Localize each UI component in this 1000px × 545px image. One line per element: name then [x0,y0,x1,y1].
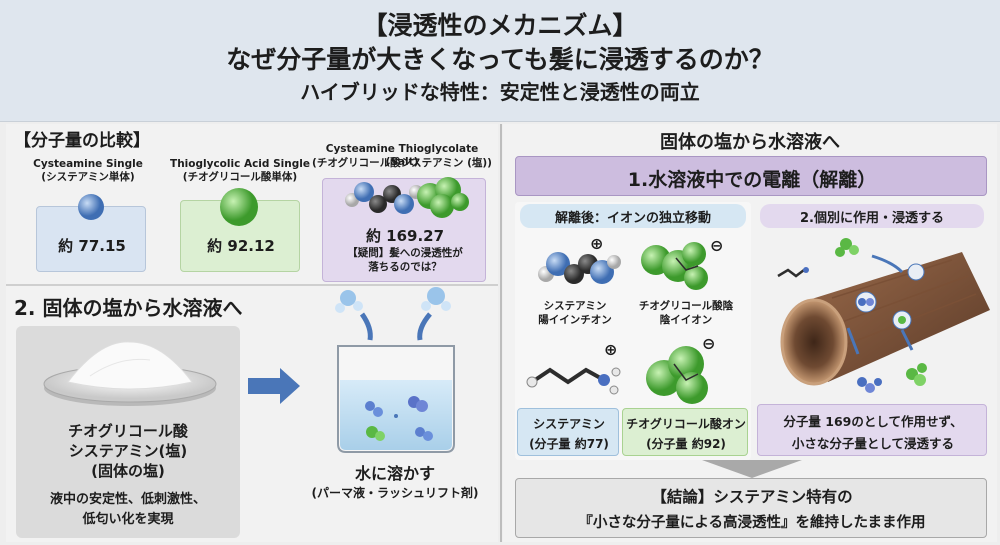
salt-name: Cysteamine Thioglycolate (Salt) [325,143,479,168]
act-heading: 2.個別に作用・浸透する [800,211,944,226]
cation-label-line1: システアミン [543,300,607,312]
conclusion-box: 【結論】システアミン特有の 『小さな分子量による高浸透性』を維持したまま作用 [515,478,987,538]
salt-jp-name: (チオグリコール酸システアミン (塩)) [312,157,492,169]
beaker-icon [335,287,455,453]
act-caption-box: 分子量 169のとして作用せず、 小さな分子量として浸透する [757,404,987,456]
salt-dish-icon [43,341,217,406]
thioglycolic-molecule-icon [220,188,258,226]
ions-heading: 解離後：イオンの独立移動 [554,211,711,226]
cysteamine-molecule-icon [78,194,104,220]
conclusion-line1: 【結論】システアミン特有の [651,488,853,506]
cysteamine-jp-name: (システアミン単体) [41,171,135,183]
anion-ball-minus: ⊖ [702,334,716,353]
cysteamine-mw-box: 約 77.15 [36,206,146,272]
page-title: 【浸透性のメカニズム】 [362,11,638,40]
anion-ball-icon [646,346,708,404]
panel-divider [500,124,502,542]
thioglycolic-mw-value: 約 92.12 [207,237,275,255]
thioglycolic-jp-name: (チオグリコール酸単体) [182,171,298,183]
thioglycolate-card-line1: チオグリコール酸オン [626,417,746,431]
salt-mw-value: 約 169.27 [365,227,445,245]
anion-label-line2: 陰イイオン [659,314,713,326]
header-banner: 【浸透性のメカニズム】 なぜ分子量が大きくなっても髪に浸透するのか？ ハイブリッ… [0,0,1000,122]
conclusion-line2: 『小さな分子量による高浸透性』を維持したまま作用 [578,515,926,531]
cysteamine-card-line2: (分子量 約77) [529,437,609,451]
salt-card-line3: (固体の塩) [91,462,165,480]
dissolve-title: 水に溶かす [354,464,435,483]
anion-charge-minus: ⊖ [710,236,724,255]
right-heading: 固体の塩から水溶液へ [660,132,840,153]
cation-label-line2: 陽イインチオン [538,314,612,326]
cysteamine-card-line1: システアミン [533,417,605,431]
dissolve-subtitle: (パーマ液・ラッシュリフト剤) [311,486,479,500]
dissociation-banner-text: 1.水溶液中での電離（解離） [627,169,877,191]
down-arrow-icon [702,460,802,478]
salt-question-line1: 【疑問】髪への浸透性が [347,247,463,259]
cysteamine-mw-value: 約 77.15 [58,237,126,255]
cysteamine-mw-card: システアミン (分子量 約77) [517,408,619,456]
anion-label-line1: チオグリコール酸陰 [638,300,734,312]
salt-desc-line2: 低匂い化を実現 [82,512,174,527]
arrow-right-icon [248,368,300,404]
dissociation-banner: 1.水溶液中での電離（解離） [515,156,987,196]
salt-question-line2: 落ちるのでは？ [368,261,442,273]
cation-molecule-icon [538,252,621,284]
salt-card-line1: チオグリコール酸 [68,422,188,440]
page-question: なぜ分子量が大きくなっても髪に浸透するのか？ [226,45,774,74]
thioglycolate-mw-card: チオグリコール酸オン (分子量 約92) [622,408,748,456]
ions-heading-pill: 解離後：イオンの独立移動 [520,204,746,228]
cation-skeletal-plus: ⊕ [604,340,618,359]
solid-heading: 2. 固体の塩から水溶液へ [14,296,243,320]
hair-shaft-icon [777,238,990,393]
thioglycolate-card-line2: (分子量 約92) [646,437,726,451]
cation-skeletal-icon [526,367,621,395]
salt-molecule-icon [345,177,469,218]
cation-charge-plus: ⊕ [590,234,604,253]
act-caption-line2: 小さな分子量として浸透する [791,436,955,451]
salt-card-line2: システアミン(塩) [68,442,188,460]
page-subtitle: ハイブリッドな特性：安定性と浸透性の両立 [300,80,700,104]
compare-heading: 【分子量の比較】 [14,131,150,151]
anion-molecule-icon [641,242,708,290]
cysteamine-name: Cysteamine Single [33,158,143,170]
act-caption-line1: 分子量 169のとして作用せず、 [783,414,963,429]
salt-desc-line1: 液中の安定性、低刺激性、 [49,492,206,507]
thioglycolic-name: Thioglycolic Acid Single [170,158,310,170]
act-heading-pill: 2.個別に作用・浸透する [760,204,984,228]
left-section-divider [6,284,498,286]
